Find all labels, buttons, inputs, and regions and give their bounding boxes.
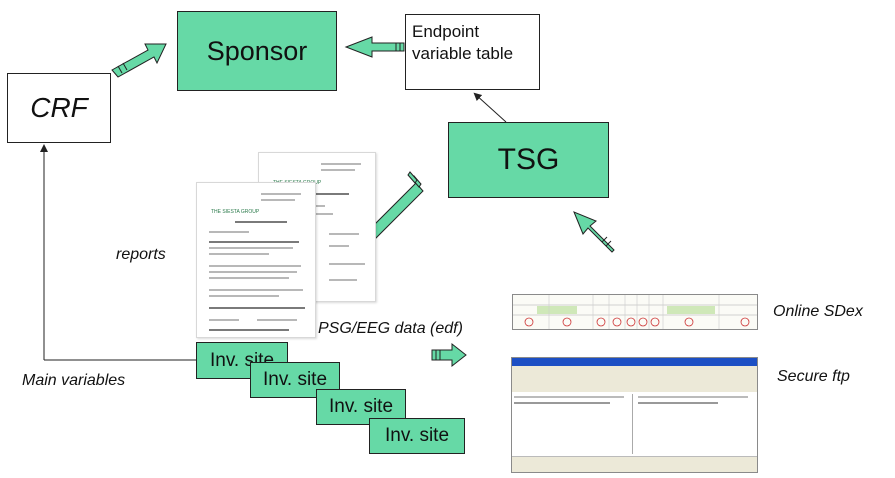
arrow-sdex-to-tsg bbox=[573, 211, 615, 253]
arrow-site-to-crf bbox=[40, 144, 196, 361]
online-sdex-screenshot bbox=[512, 294, 758, 330]
tsg-label: TSG bbox=[497, 143, 560, 176]
tsg-node: TSG bbox=[448, 122, 609, 198]
arrow-crf-to-sponsor bbox=[111, 43, 167, 78]
psg-eeg-label: PSG/EEG data (edf) bbox=[318, 320, 463, 337]
secure-ftp-screenshot bbox=[511, 357, 758, 473]
sdex-table-graphic bbox=[513, 295, 757, 329]
arrow-tsg-to-endpoint bbox=[473, 92, 507, 123]
inv-site-label-2: Inv. site bbox=[262, 369, 328, 390]
sponsor-node: Sponsor bbox=[177, 11, 337, 91]
online-sdex-label: Online SDex bbox=[773, 303, 863, 320]
endpoint-table-label: Endpoint variable table bbox=[412, 22, 514, 63]
arrow-site-to-data bbox=[431, 342, 467, 368]
inv-site-label-3: Inv. site bbox=[328, 396, 394, 417]
main-variables-label: Main variables bbox=[22, 372, 126, 389]
sponsor-label: Sponsor bbox=[206, 35, 308, 66]
secure-ftp-label: Secure ftp bbox=[777, 368, 850, 385]
endpoint-table-node: Endpoint variable table bbox=[405, 14, 540, 90]
inv-site-node-4: Inv. site bbox=[369, 418, 465, 454]
arrow-endpoint-to-sponsor bbox=[344, 36, 405, 58]
reports-label: reports bbox=[116, 246, 166, 263]
inv-site-label-4: Inv. site bbox=[384, 425, 450, 446]
crf-node: CRF bbox=[7, 73, 111, 143]
report-document-front: THE SIESTA GROUP bbox=[196, 182, 316, 338]
crf-label: CRF bbox=[30, 92, 88, 123]
